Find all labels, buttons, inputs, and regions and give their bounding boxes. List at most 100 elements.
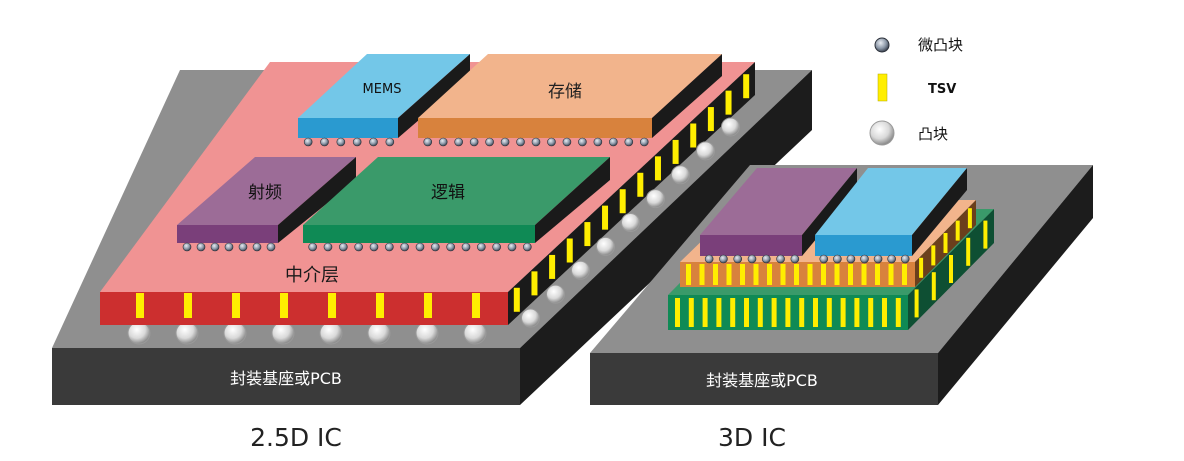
bump [223, 321, 247, 345]
legend-micro-bump-label: 微凸块 [918, 36, 963, 54]
chip-mems: MEMS [298, 54, 470, 147]
chip-logic-side [535, 157, 610, 243]
micro-bump [846, 254, 856, 264]
tsv [654, 156, 661, 181]
bump [621, 213, 640, 232]
micro-bump [593, 137, 603, 147]
tsv-row-3d-middle [686, 264, 907, 285]
bump [463, 321, 487, 345]
tsv [799, 298, 805, 327]
micro-bump [516, 137, 525, 147]
tsv [675, 298, 680, 327]
tsv [983, 220, 988, 249]
tsv-row-3d-bottom-side [914, 220, 988, 318]
micro-bump [747, 254, 757, 264]
micro-bump [385, 242, 394, 252]
micro-bump [761, 254, 771, 264]
micro-bump [704, 254, 714, 264]
tsv [882, 298, 887, 327]
substrate-2-5d-label: 封装基座或PCB [230, 369, 342, 388]
chip-memory-top [418, 54, 722, 118]
microbumps-rf [182, 242, 276, 252]
micro-bump [639, 137, 649, 147]
micro-bump [609, 137, 618, 147]
tsv [725, 90, 732, 115]
micro-bump [354, 242, 363, 252]
tsv [531, 271, 538, 296]
bump [546, 284, 565, 304]
micro-bump [531, 137, 541, 147]
micro-bump [238, 242, 248, 252]
tsv [184, 293, 192, 318]
bump [367, 321, 391, 345]
micro-bump [308, 242, 317, 252]
bump [696, 141, 715, 161]
tsv [686, 264, 691, 285]
caption-2-5d: 2.5D IC [250, 423, 342, 452]
chip-mems-label: MEMS [363, 82, 402, 97]
micro-bump [624, 137, 634, 147]
micro-bump [500, 137, 510, 147]
tsv [328, 293, 336, 318]
tsv [584, 222, 591, 247]
tsv [854, 298, 860, 327]
substrate-3d-side [938, 165, 1093, 405]
diagram-3d: 封装基座或PCB [590, 165, 1093, 452]
micro-bump [423, 137, 433, 147]
micro-bump [578, 137, 587, 147]
micro-bump [790, 254, 800, 264]
tsv [902, 264, 907, 285]
tsv-row-3d-middle-side [919, 208, 972, 278]
bump [571, 260, 590, 280]
tsv [834, 264, 840, 285]
tsv-icon [877, 73, 888, 102]
micro-bump [776, 254, 785, 264]
tsv [619, 189, 626, 214]
tsv [821, 264, 826, 285]
chip-rf-side [278, 157, 356, 243]
substrate-3d-label: 封装基座或PCB [706, 371, 818, 390]
stack-chip-purple-side [802, 168, 857, 256]
chip-logic-front [303, 225, 535, 243]
tsv [136, 293, 144, 318]
micro-bump [833, 254, 842, 264]
micro-bump [492, 242, 501, 252]
tsv [513, 287, 520, 312]
micro-bump [477, 242, 486, 252]
chip-memory-label: 存储 [548, 82, 582, 102]
micro-bump [485, 137, 494, 147]
chip-rf-top [177, 157, 356, 225]
stack-chip-blue [815, 168, 967, 264]
tsv [813, 298, 818, 327]
tsv [780, 264, 786, 285]
tsv [966, 237, 971, 266]
micro-bump [438, 137, 448, 147]
chip-mems-front [298, 118, 398, 138]
tsv [424, 293, 432, 318]
tsv [949, 255, 953, 283]
diagram-2-5d: 封装基座或PCB 中介层 MEMS 存储 [52, 54, 812, 452]
micro-bump [323, 242, 333, 252]
tsv [931, 245, 936, 266]
chip-mems-side [398, 54, 470, 138]
microbumps-logic [308, 242, 532, 252]
chip-logic-top [303, 157, 610, 225]
tsv [875, 264, 880, 285]
tsv [726, 264, 732, 285]
micro-bump [562, 137, 572, 147]
tsv [688, 298, 694, 327]
bump [521, 308, 540, 328]
micro-bump [860, 254, 869, 264]
micro-bump [454, 137, 463, 147]
micro-bump [461, 242, 471, 252]
tsv [861, 264, 867, 285]
micro-bump [415, 242, 425, 252]
tsv [840, 298, 846, 327]
micro-bump [182, 242, 192, 252]
bump [596, 236, 615, 256]
bump [127, 321, 151, 345]
tsv [690, 123, 697, 148]
micro-bump [719, 254, 728, 264]
bump-icon [869, 120, 895, 146]
